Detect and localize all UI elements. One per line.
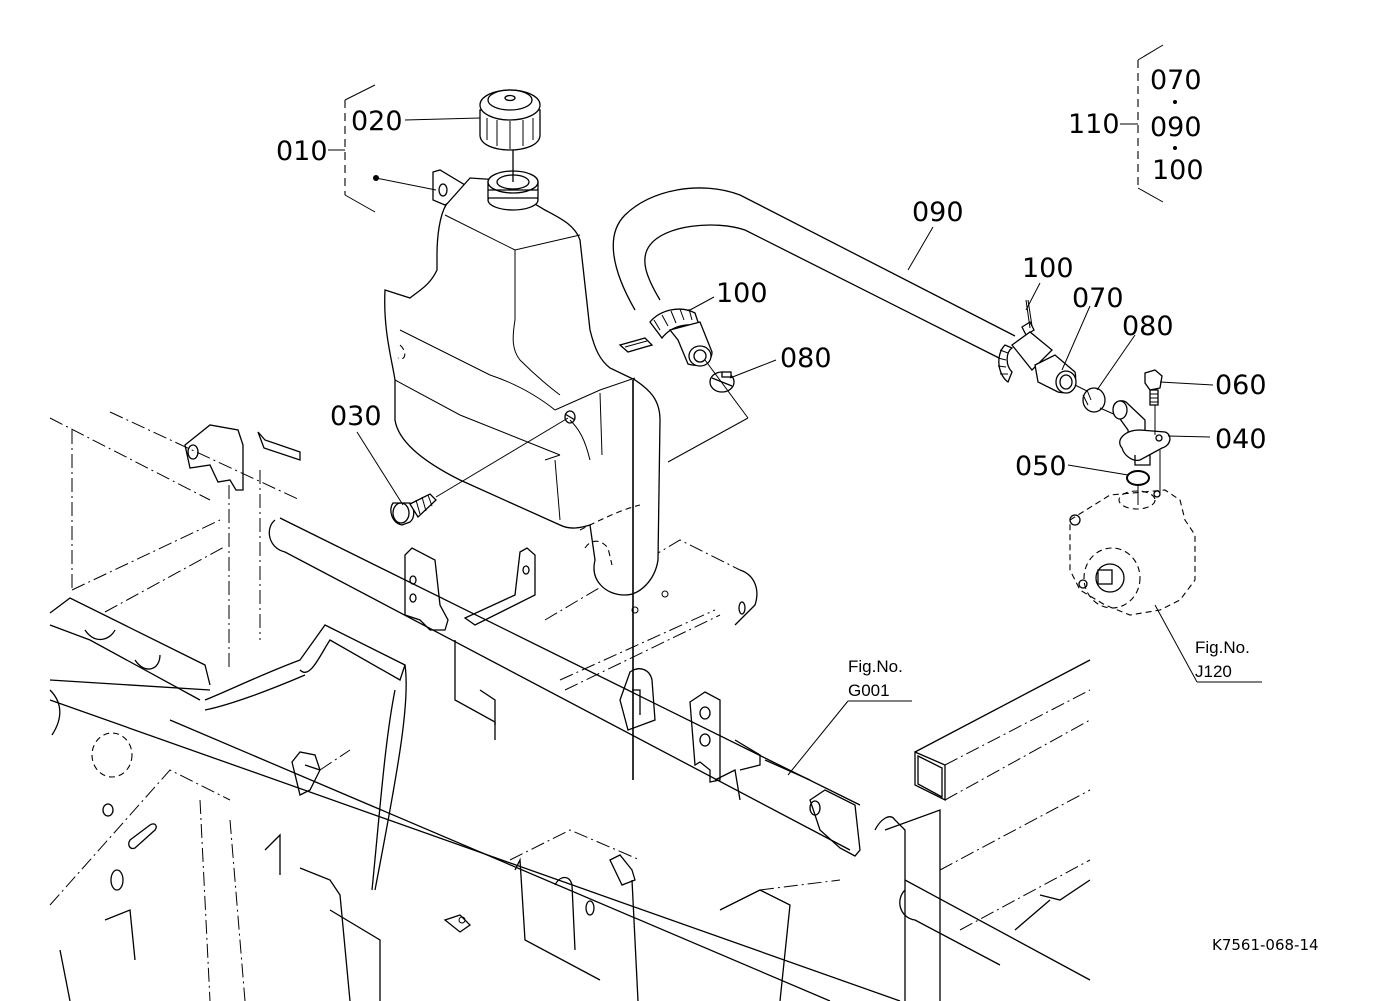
hose-clamp-right xyxy=(1082,387,1119,417)
bolt-030 xyxy=(390,417,569,526)
hose-joint-070 xyxy=(1034,354,1096,396)
drawing-code: K7561-068-14 xyxy=(1212,936,1319,954)
o-ring-050 xyxy=(1126,450,1161,505)
part-labels: 010 020 030 100 080 090 100 070 080 060 … xyxy=(276,65,1319,954)
label-kit-090: 090 xyxy=(1150,112,1202,143)
label-110: 110 xyxy=(1068,109,1120,140)
fig-ref-g001-line2: G001 xyxy=(848,681,890,700)
label-020: 020 xyxy=(351,106,403,137)
label-030: 030 xyxy=(330,401,382,432)
label-060: 060 xyxy=(1215,370,1267,401)
hose-clamp-left xyxy=(667,359,749,463)
elbow-fitting-040 xyxy=(1112,400,1171,466)
label-050: 050 xyxy=(1015,451,1067,482)
label-kit-070: 070 xyxy=(1150,65,1202,96)
label-010: 010 xyxy=(276,136,328,167)
label-080-right: 080 xyxy=(1122,311,1174,342)
leader-lines xyxy=(328,44,1214,776)
fig-ref-j120-line1: Fig.No. xyxy=(1195,638,1250,657)
band-clamp-left xyxy=(618,308,713,367)
label-040: 040 xyxy=(1215,424,1267,455)
tank-cap xyxy=(479,89,541,182)
label-kit-100: 100 xyxy=(1152,155,1204,186)
band-clamp-right xyxy=(997,299,1053,384)
label-070: 070 xyxy=(1072,283,1124,314)
pump-assembly xyxy=(1069,489,1262,683)
reserve-tank xyxy=(384,169,661,596)
label-090: 090 xyxy=(912,197,964,228)
chassis-frame xyxy=(49,411,1091,1001)
fig-ref-g001-line1: Fig.No. xyxy=(848,657,903,676)
fig-ref-j120-line2: J120 xyxy=(1195,662,1232,681)
label-080-left: 080 xyxy=(780,343,832,374)
label-100-right: 100 xyxy=(1022,253,1074,284)
label-100-left: 100 xyxy=(716,278,768,309)
bolt-060 xyxy=(1144,369,1163,435)
hose-090 xyxy=(612,187,1016,361)
